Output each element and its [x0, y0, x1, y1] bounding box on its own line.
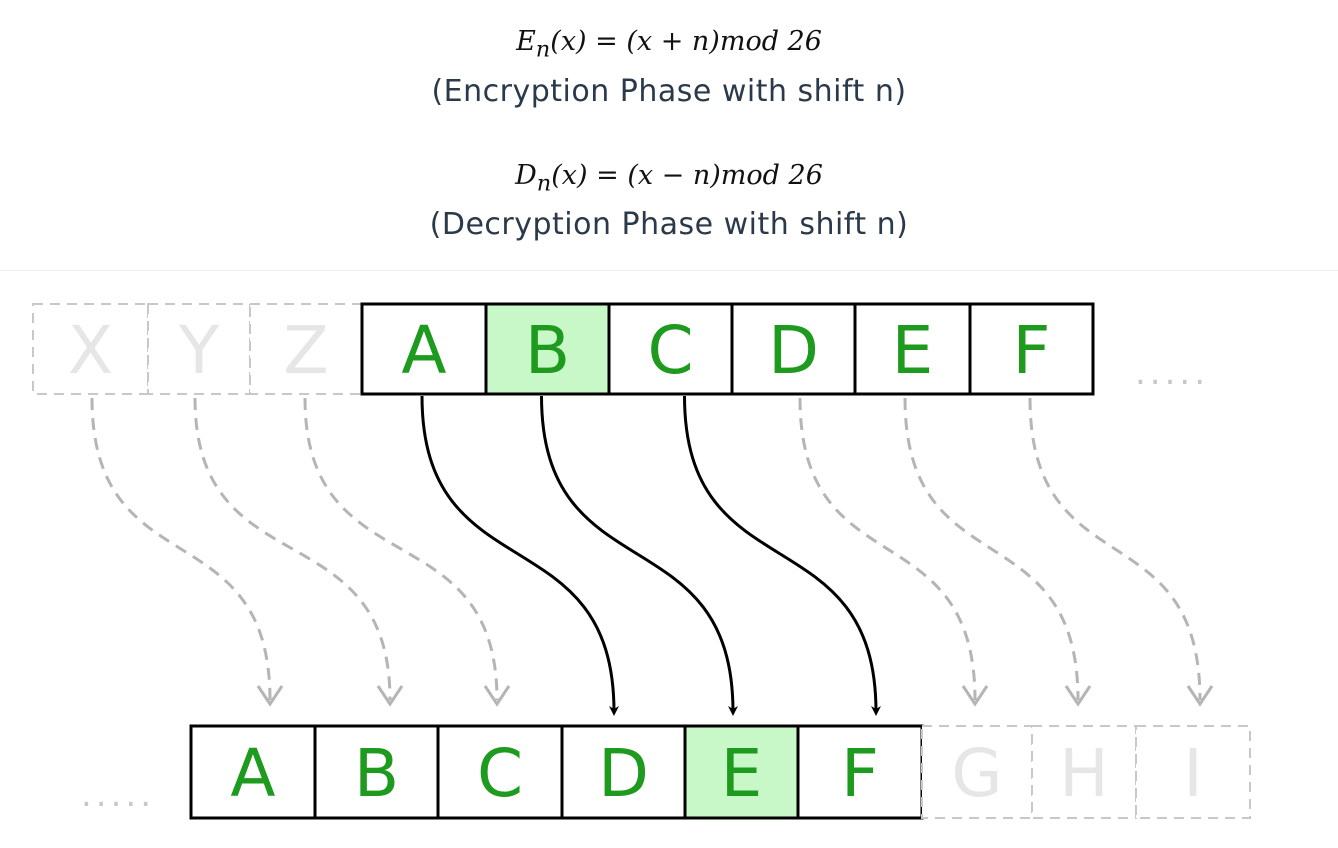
- encryption-formula: En(x) = (x + n)mod 26: [0, 26, 1338, 62]
- bottom-faded-cell-g-letter: G: [951, 735, 1002, 812]
- top-cell-a: A: [360, 302, 488, 396]
- faded-arrow-head: [961, 685, 989, 707]
- bottom-cell-f: F: [796, 724, 924, 820]
- bottom-cell-d-letter: D: [598, 735, 649, 812]
- faded-shift-arrow-d-to-g: [798, 397, 989, 707]
- encryption-formula-subscript: n: [535, 36, 551, 63]
- bottom-faded-cell-g-box: [921, 725, 1033, 819]
- bottom-cell-f-letter: F: [841, 735, 879, 812]
- bottom-cell-d-box: [560, 724, 687, 820]
- bottom-cell-a-box: [189, 724, 317, 820]
- decryption-formula-letter: D: [515, 160, 537, 191]
- decryption-formula: Dn(x) = (x − n)mod 26: [0, 160, 1338, 196]
- top-cell-e-letter: E: [892, 312, 934, 389]
- encryption-formula-rhs: (x) = (x + n)mod 26: [550, 26, 822, 57]
- top-cell-b-letter: B: [525, 312, 570, 389]
- faded-shift-arrow-z-to-c: [303, 397, 511, 707]
- bottom-cell-b: B: [313, 724, 440, 820]
- faded-arrow-line: [193, 397, 392, 701]
- faded-arrow-line: [303, 397, 499, 701]
- shift-arrow-c-to-f: [683, 395, 881, 716]
- top-faded-cell-y: Y: [147, 303, 251, 395]
- faded-arrow-head: [376, 685, 404, 707]
- shift-arrow-a-to-d: [420, 395, 619, 716]
- top-cell-f-letter: F: [1013, 312, 1051, 389]
- decryption-caption: (Decryption Phase with shift n): [429, 207, 909, 242]
- encryption-formula-letter: E: [516, 26, 536, 57]
- top-cell-c: C: [607, 302, 734, 396]
- bottom-cell-b-letter: B: [354, 735, 399, 812]
- section-divider: [0, 270, 1338, 271]
- top-cell-b-box: [484, 302, 611, 396]
- top-cell-c-box: [607, 302, 734, 396]
- faded-shift-arrow-e-to-h: [903, 397, 1092, 707]
- faded-arrow-head: [1186, 685, 1214, 707]
- top-faded-cell-y-letter: Y: [178, 312, 220, 389]
- bottom-cell-f-box: [796, 724, 924, 820]
- bottom-faded-cell-h-box: [1031, 725, 1137, 819]
- shift-arrow-b-to-e: [540, 395, 738, 716]
- bottom-faded-cell-g: G: [921, 725, 1033, 819]
- decryption-formula-rhs: (x) = (x − n)mod 26: [551, 160, 823, 191]
- top-faded-cell-x-box: [32, 303, 149, 395]
- bottom-faded-cell-h-letter: H: [1059, 735, 1109, 812]
- decryption-formula-subscript: n: [536, 170, 552, 197]
- bottom-cell-c: C: [436, 724, 564, 820]
- faded-arrow-line: [1028, 397, 1202, 701]
- faded-shift-arrow-y-to-b: [193, 397, 404, 707]
- top-continuation-dots: .....: [1135, 353, 1209, 393]
- bottom-cell-a: A: [189, 724, 317, 820]
- top-cell-f: F: [968, 302, 1095, 396]
- bottom-faded-cell-i-letter: I: [1183, 735, 1202, 812]
- bottom-cell-e: E: [683, 724, 800, 820]
- top-cell-d-box: [730, 302, 857, 396]
- top-faded-cell-z-letter: Z: [283, 312, 328, 389]
- top-cell-a-letter: A: [401, 312, 446, 389]
- faded-arrow-head: [256, 685, 284, 707]
- bottom-cell-c-letter: C: [477, 735, 523, 812]
- faded-arrow-head: [483, 685, 511, 707]
- top-cell-f-box: [968, 302, 1095, 396]
- bottom-faded-cell-i-box: [1135, 725, 1251, 819]
- top-cell-d: D: [730, 302, 857, 396]
- top-faded-cell-z: Z: [249, 303, 363, 395]
- faded-shift-arrow-x-to-a: [90, 397, 284, 707]
- encryption-caption: (Encryption Phase with shift n): [431, 74, 907, 109]
- top-faded-cell-x: X: [32, 303, 149, 395]
- faded-shift-arrow-f-to-i: [1028, 397, 1214, 707]
- bottom-cell-a-letter: A: [230, 735, 275, 812]
- faded-arrow-head: [1064, 685, 1092, 707]
- bottom-cell-e-box: [683, 724, 800, 820]
- bottom-cell-b-box: [313, 724, 440, 820]
- faded-arrow-line: [903, 397, 1080, 701]
- bottom-faded-cell-h: H: [1031, 725, 1137, 819]
- faded-arrow-line: [90, 397, 272, 701]
- faded-arrow-line: [798, 397, 977, 701]
- bottom-cell-e-letter: E: [721, 735, 763, 812]
- bottom-continuation-dots: .....: [81, 775, 155, 815]
- top-cell-d-letter: D: [768, 312, 819, 389]
- bottom-cell-c-box: [436, 724, 564, 820]
- bottom-cell-d: D: [560, 724, 687, 820]
- bottom-faded-cell-i: I: [1135, 725, 1251, 819]
- top-faded-cell-x-letter: X: [68, 312, 113, 389]
- top-faded-cell-y-box: [147, 303, 251, 395]
- top-cell-e: E: [853, 302, 972, 396]
- top-cell-c-letter: C: [647, 312, 693, 389]
- top-cell-b: B: [484, 302, 611, 396]
